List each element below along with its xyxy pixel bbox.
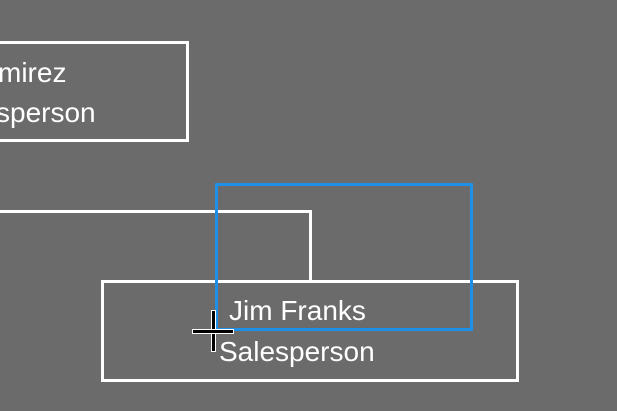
- connector-horizontal: [0, 210, 312, 213]
- selection-rectangle[interactable]: [215, 183, 473, 331]
- node-name: Jim Franks: [229, 295, 366, 326]
- connector-vertical: [309, 210, 312, 282]
- node-name: mirez: [0, 57, 67, 88]
- crosshair-icon: [193, 311, 235, 353]
- node-role: sperson: [0, 97, 96, 128]
- org-node-partial[interactable]: [0, 41, 189, 142]
- node-role: Salesperson: [219, 336, 375, 367]
- org-node-jim-franks[interactable]: [101, 280, 519, 382]
